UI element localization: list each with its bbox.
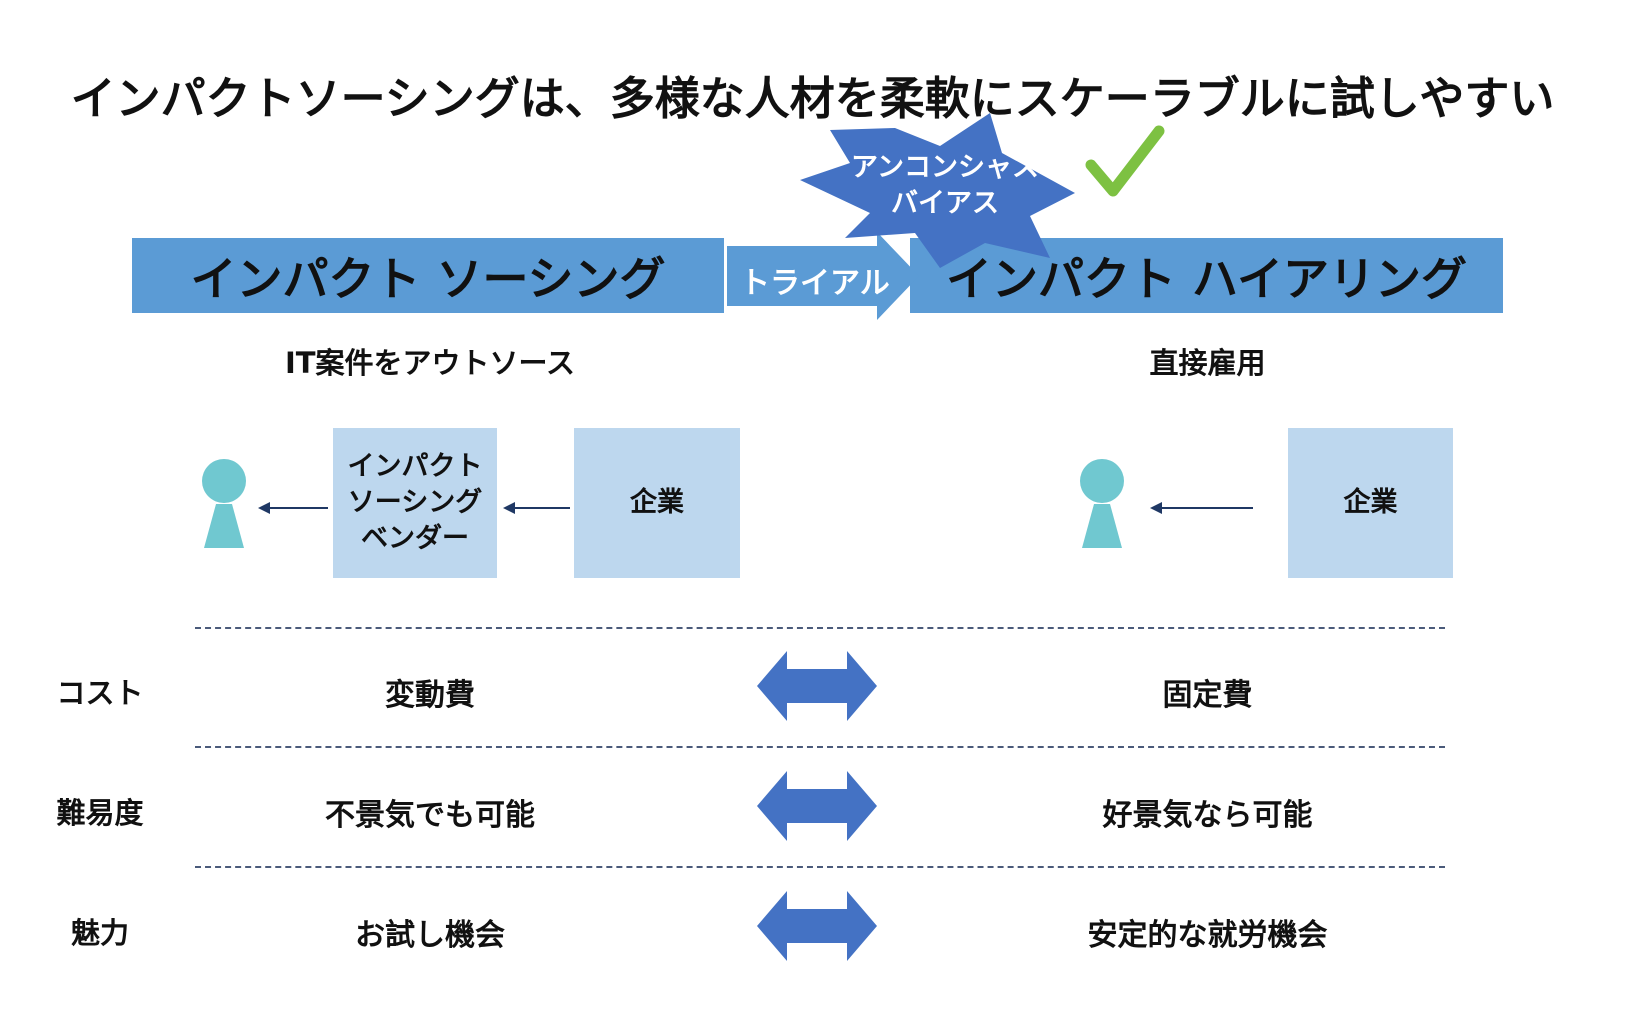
double-arrow-icon bbox=[757, 651, 877, 721]
company-box-left-label: 企業 bbox=[630, 487, 684, 518]
trial-arrow bbox=[727, 232, 919, 320]
company-box-right-label: 企業 bbox=[1343, 487, 1398, 518]
cost-right-value: 固定費 bbox=[1162, 678, 1253, 713]
outsourcing-subtitle: IT案件をアウトソース bbox=[284, 346, 576, 380]
appeal-left-value: お試し機会 bbox=[355, 918, 505, 953]
row-label-difficulty: 難易度 bbox=[56, 796, 144, 830]
row-divider bbox=[195, 746, 1445, 748]
arrow-left-icon bbox=[1150, 502, 1253, 514]
page-title: インパクトソーシングは、多様な人材を柔軟にスケーラブルに試しやすい bbox=[70, 72, 1555, 125]
double-arrow-icon bbox=[757, 891, 877, 961]
unconscious-bias-line1: アンコンシャス bbox=[851, 152, 1039, 183]
worker-person-icon-left bbox=[202, 459, 246, 548]
row-label-appeal: 魅力 bbox=[70, 916, 129, 950]
impact-hiring-band: インパクト ハイアリング bbox=[910, 238, 1503, 313]
appeal-right-value: 安定的な就労機会 bbox=[1087, 918, 1328, 953]
unconscious-bias-label: アンコンシャス バイアス bbox=[830, 150, 1060, 222]
difficulty-left-value: 不景気でも可能 bbox=[325, 798, 535, 833]
company-box-right: 企業 bbox=[1288, 428, 1453, 578]
vendor-box: インパクト ソーシング ベンダー bbox=[333, 428, 497, 578]
row-divider bbox=[195, 866, 1445, 868]
company-box-left: 企業 bbox=[574, 428, 740, 578]
row-divider bbox=[195, 627, 1445, 629]
vendor-box-line2: ソーシング bbox=[347, 487, 483, 518]
impact-sourcing-band: インパクト ソーシング bbox=[132, 238, 724, 313]
direct-hire-subtitle: 直接雇用 bbox=[1149, 346, 1266, 380]
impact-sourcing-band-label: インパクト ソーシング bbox=[190, 251, 666, 306]
trial-arrow-label: トライアル bbox=[740, 266, 890, 301]
worker-person-icon-right bbox=[1080, 459, 1124, 548]
impact-hiring-band-label: インパクト ハイアリング bbox=[945, 251, 1468, 306]
unconscious-bias-line2: バイアス bbox=[891, 188, 999, 219]
vendor-box-line3: ベンダー bbox=[361, 523, 469, 554]
difficulty-right-value: 好景気なら可能 bbox=[1102, 798, 1313, 833]
row-label-cost: コスト bbox=[56, 676, 144, 710]
vendor-box-line1: インパクト bbox=[347, 451, 483, 482]
arrow-left-icon bbox=[503, 502, 570, 514]
arrow-left-icon bbox=[258, 502, 328, 514]
unconscious-bias-burst bbox=[800, 113, 1075, 268]
double-arrow-icon bbox=[757, 771, 877, 841]
check-icon bbox=[1085, 125, 1165, 197]
cost-left-value: 変動費 bbox=[385, 678, 475, 713]
